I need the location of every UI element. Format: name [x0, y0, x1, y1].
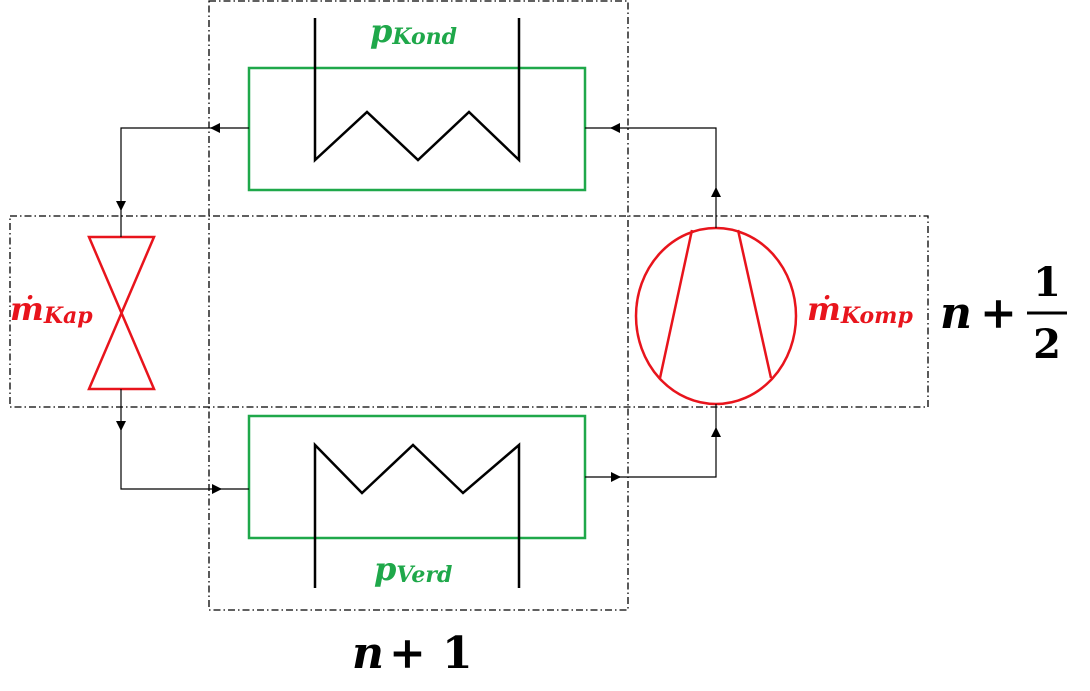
boundary-box-n-plus-half	[9, 215, 929, 408]
svg-text:+: +	[389, 628, 426, 679]
svg-text:n: n	[352, 628, 384, 679]
label-m-komp: ṁKomp	[807, 290, 913, 329]
compressor-icon	[634, 226, 798, 406]
label-p-kond: pKond	[370, 12, 457, 50]
svg-text:2: 2	[1033, 321, 1061, 368]
svg-text:n: n	[940, 288, 972, 339]
flow-line-to-compressor	[618, 427, 721, 478]
svg-text:+: +	[980, 288, 1017, 339]
flow-line-to-condenser	[610, 123, 717, 190]
condenser	[247, 18, 587, 192]
flow-line-to-valve	[116, 127, 212, 211]
svg-text:1: 1	[442, 628, 473, 679]
heat-exchanger-icon	[313, 441, 521, 588]
valve-icon	[87, 235, 156, 391]
label-n-plus-1: n + 1	[352, 628, 473, 679]
evaporator-box	[247, 414, 587, 540]
condenser-box	[247, 66, 587, 192]
label-p-verd: pVerd	[374, 550, 452, 588]
boundary-box-n-plus-1	[208, 0, 629, 611]
flow-lines	[116, 123, 721, 494]
heat-exchanger-icon	[313, 18, 521, 163]
label-n-plus-half: n + 1 2	[940, 259, 1067, 368]
flow-line-to-evaporator	[120, 428, 222, 494]
svg-text:1: 1	[1033, 259, 1061, 306]
label-m-kap: ṁKap	[10, 290, 93, 329]
